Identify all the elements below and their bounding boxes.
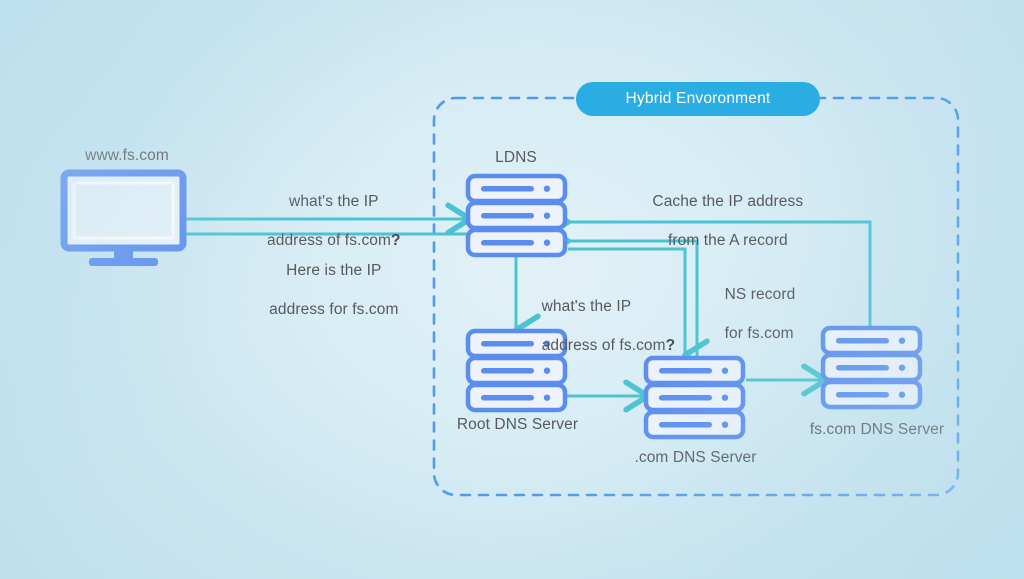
server-ldns-icon	[468, 176, 565, 255]
cache-line1: Cache the IP address	[652, 192, 804, 210]
client-query-line1: what's the IP	[289, 192, 379, 210]
client-label: www.fs.com	[85, 147, 169, 164]
ns-record-line1: NS record	[724, 285, 796, 303]
line-fs-to-ldns-cache	[543, 205, 872, 327]
client-query-line2: address of fs.com	[267, 231, 392, 249]
line-com-to-ldns-ns	[543, 224, 699, 357]
ldns-label: LDNS	[495, 149, 537, 166]
client-answer-line2: address for fs.com	[269, 300, 399, 318]
cache-a-record-label: Cache the IP address from the A record	[624, 172, 814, 270]
root-dns-label: Root DNS Server	[456, 416, 579, 433]
line-ldns-to-fs-query	[568, 247, 710, 372]
client-answer-label: Here is the IP address for fs.com	[232, 241, 418, 339]
client-answer-line1: Here is the IP	[286, 261, 382, 279]
root-query-label: what's the IP address of fs.com?	[524, 277, 684, 375]
client-query-qmark: ?	[391, 231, 401, 249]
com-dns-label: .com DNS Server	[634, 449, 757, 466]
client-query-label: what's the IP address of fs.com?	[232, 172, 418, 270]
ns-record-label: NS record for fs.com	[707, 265, 827, 363]
root-query-line1: what's the IP	[541, 297, 632, 315]
root-query-qmark: ?	[665, 336, 676, 354]
desktop-monitor-icon	[60, 169, 187, 266]
fs-dns-label: fs.com DNS Server	[809, 421, 945, 438]
ns-record-line2: for fs.com	[724, 324, 794, 342]
hybrid-environment-badge: Hybrid Envoronment	[576, 82, 820, 116]
cache-line2: from the A record	[667, 231, 788, 249]
root-query-line2: address of fs.com	[541, 336, 666, 354]
server-fs-dns-icon	[823, 328, 920, 407]
